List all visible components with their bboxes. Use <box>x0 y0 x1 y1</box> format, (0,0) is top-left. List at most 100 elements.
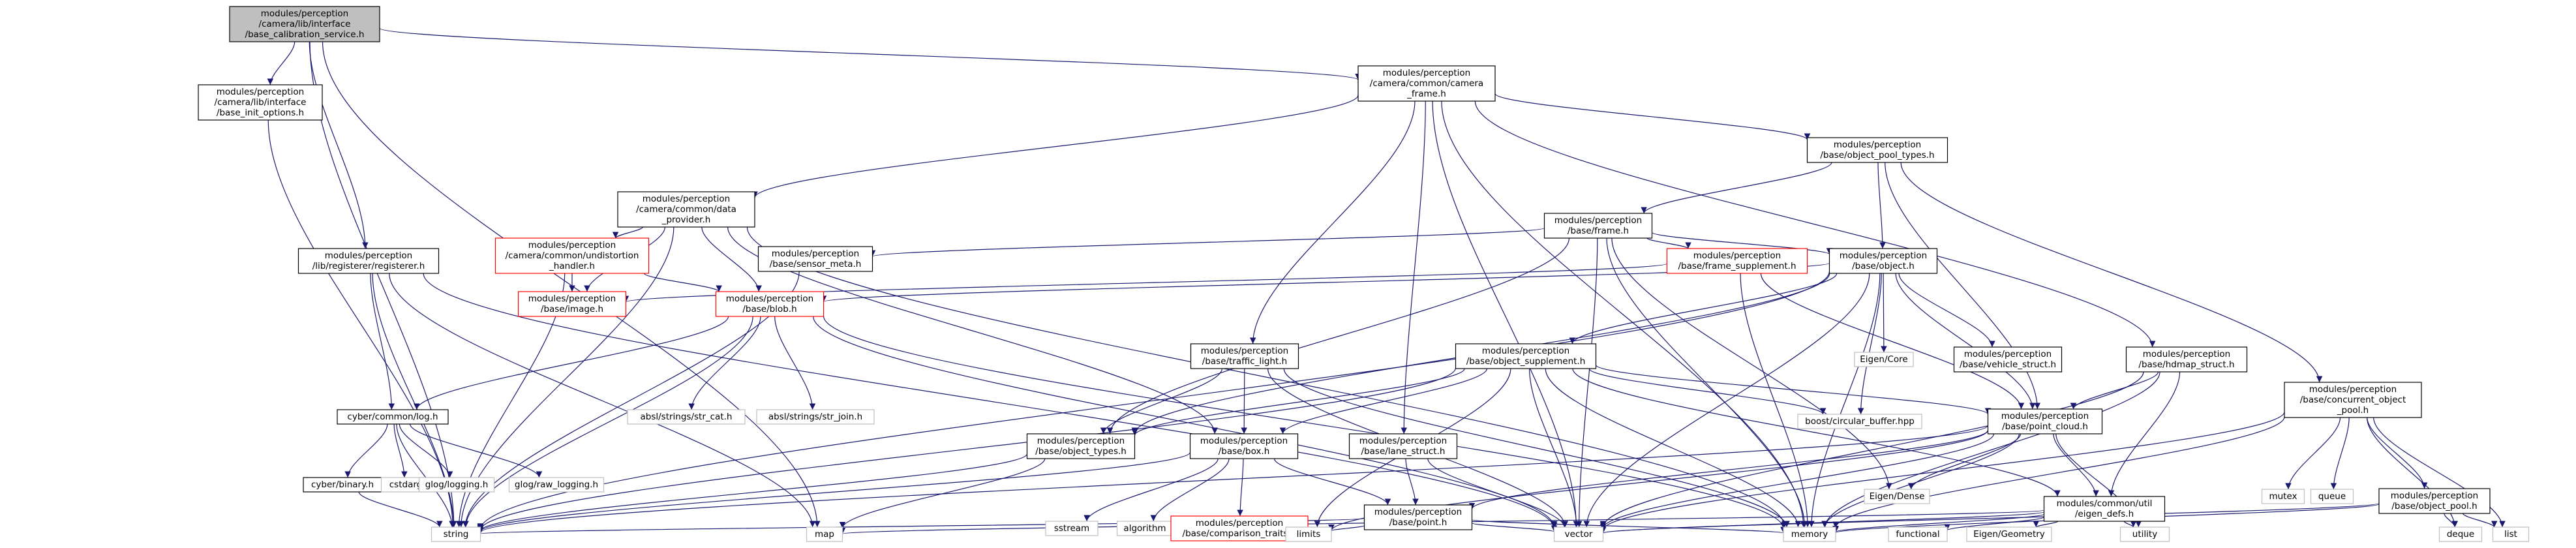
node-box <box>337 409 449 425</box>
node-image[interactable]: modules/perception/base/image.h <box>517 291 627 317</box>
node-label-line: /base/frame_supplement.h <box>1678 261 1796 271</box>
node-circular[interactable]: boost/circular_buffer.hpp <box>1797 414 1922 429</box>
node-label-line: /camera/lib/interface <box>259 19 351 29</box>
edge-object-supp-to-point-cloud <box>1595 364 1992 415</box>
edge-frame-to-memory <box>1606 237 1808 528</box>
node-object-pool[interactable]: modules/perception/base/object_pool.h <box>2378 488 2491 514</box>
node-sensor-meta[interactable]: modules/perception/base/sensor_meta.h <box>757 246 873 272</box>
node-object-pool-types[interactable]: modules/perception/base/object_pool_type… <box>1806 137 1948 163</box>
node-box <box>1854 352 1914 367</box>
node-hdmap-struct[interactable]: modules/perception/base/hdmap_struct.h <box>2125 346 2248 373</box>
edge-data-provider-to-memory <box>746 226 1788 528</box>
node-label-line: /camera/common/data <box>636 204 736 215</box>
node-init-opts[interactable]: modules/perception/camera/lib/interface/… <box>198 84 323 121</box>
node-label-line: /base/lane_struct.h <box>1361 446 1446 457</box>
node-object-supp[interactable]: modules/perception/base/object_supplemen… <box>1455 343 1597 369</box>
node-log[interactable]: cyber/common/log.h <box>337 409 449 425</box>
edge-concurrent-pool-to-object-pool <box>2367 417 2428 489</box>
node-label-line: /base/object.h <box>1852 261 1915 271</box>
node-eigen-dense[interactable]: Eigen/Dense <box>1864 489 1930 504</box>
edge-concurrent-pool-to-deque <box>2367 417 2458 528</box>
node-label-line: absl/strings/str_join.h <box>768 412 862 422</box>
node-limits[interactable]: limits <box>1285 526 1332 542</box>
node-box <box>715 291 825 317</box>
node-data-provider[interactable]: modules/perception/camera/common/data_pr… <box>617 191 755 228</box>
node-box <box>617 191 755 228</box>
node-label-line: modules/perception <box>1834 140 1921 150</box>
node-label-line: modules/perception <box>1840 251 1927 261</box>
edge-blob-to-vector <box>813 316 1558 528</box>
node-point[interactable]: modules/perception/base/point.h <box>1363 504 1473 530</box>
node-eigen-geometry[interactable]: Eigen/Geometry <box>1966 526 2052 542</box>
node-box <box>418 477 495 493</box>
node-eigen-core[interactable]: Eigen/Core <box>1854 352 1914 367</box>
node-string[interactable]: string <box>431 526 481 542</box>
edge-log-to-string <box>396 423 455 528</box>
node-label-line: absl/strings/str_cat.h <box>641 412 733 422</box>
node-label-line: modules/perception <box>2001 411 2089 421</box>
node-memory[interactable]: memory <box>1783 526 1836 542</box>
edge-frame-to-object-types <box>1106 237 1570 434</box>
edge-point-to-memory <box>1471 519 1787 534</box>
node-sstream[interactable]: sstream <box>1045 521 1099 536</box>
node-box[interactable]: modules/perception/base/box.h <box>1189 433 1299 459</box>
node-traffic-light[interactable]: modules/perception/base/traffic_light.h <box>1190 343 1299 369</box>
node-registerer[interactable]: modules/perception/lib/registerer/regist… <box>297 248 440 274</box>
node-strjoin[interactable]: absl/strings/str_join.h <box>756 409 875 425</box>
node-comparison[interactable]: modules/perception/base/comparison_trait… <box>1170 515 1309 541</box>
node-map[interactable]: map <box>806 526 843 542</box>
node-lane-struct[interactable]: modules/perception/base/lane_struct.h <box>1348 433 1458 459</box>
edge-blob-to-memory <box>823 316 1787 529</box>
node-vehicle-struct[interactable]: modules/perception/base/vehicle_struct.h <box>1953 346 2063 373</box>
node-glog[interactable]: glog/logging.h <box>418 477 495 493</box>
node-label-line: utility <box>2132 529 2157 540</box>
node-deque[interactable]: deque <box>2438 526 2483 542</box>
node-label-line: modules/perception <box>772 249 859 259</box>
node-blob[interactable]: modules/perception/base/blob.h <box>715 291 825 317</box>
edge-object-supp-to-vector <box>1529 368 1580 528</box>
node-box <box>627 409 746 425</box>
node-label-line: vector <box>1565 529 1593 540</box>
node-label-line: /camera/common/camera <box>1370 78 1483 89</box>
edge-log-to-glog <box>399 423 453 478</box>
node-vector[interactable]: vector <box>1553 526 1604 542</box>
node-concurrent-pool[interactable]: modules/perception/base/concurrent_objec… <box>2284 382 2422 418</box>
edge-eigen-defs-to-memory <box>1832 513 2045 533</box>
node-root[interactable]: modules/perception/camera/lib/interface/… <box>229 6 380 42</box>
node-camera-frame[interactable]: modules/perception/camera/common/camera_… <box>1357 65 1496 102</box>
edge-object-supp-to-eigen-defs <box>1572 368 2061 497</box>
node-label-line: /base/hdmap_struct.h <box>2138 359 2234 370</box>
node-box <box>1864 489 1930 504</box>
node-frame[interactable]: modules/perception/base/frame.h <box>1543 213 1653 239</box>
node-algorithm[interactable]: algorithm <box>1116 521 1174 536</box>
node-label-line: /base/comparison_traits.h <box>1183 528 1297 539</box>
node-frame-supp[interactable]: modules/perception/base/frame_supplement… <box>1666 248 1808 274</box>
node-functional[interactable]: functional <box>1888 526 1948 542</box>
node-cstdarg[interactable]: cstdarg <box>380 477 431 493</box>
node-label-line: modules/perception <box>217 87 304 97</box>
node-label-line: functional <box>1896 529 1939 540</box>
node-object[interactable]: modules/perception/base/object.h <box>1828 248 1938 274</box>
node-utility[interactable]: utility <box>2119 526 2170 542</box>
node-box <box>1026 433 1136 459</box>
node-object-types[interactable]: modules/perception/base/object_types.h <box>1026 433 1136 459</box>
node-label-line: /base/frame.h <box>1568 226 1629 236</box>
node-undistortion[interactable]: modules/perception/camera/common/undisto… <box>494 237 650 274</box>
node-strcat[interactable]: absl/strings/str_cat.h <box>627 409 746 425</box>
node-glog-raw[interactable]: glog/raw_logging.h <box>508 477 605 493</box>
node-box <box>1455 343 1597 369</box>
node-cyber-binary[interactable]: cyber/binary.h <box>303 477 382 493</box>
node-list[interactable]: list <box>2492 526 2530 542</box>
node-label-line: /lib/registerer/registerer.h <box>312 261 425 271</box>
edge-blob-to-string <box>462 316 753 528</box>
node-eigen-defs[interactable]: modules/common/util/eigen_defs.h <box>2043 496 2166 522</box>
node-label-line: /base/object_pool_types.h <box>1820 150 1934 160</box>
node-label-line: /base/vehicle_struct.h <box>1960 359 2056 370</box>
node-point-cloud[interactable]: modules/perception/base/point_cloud.h <box>1987 408 2103 434</box>
node-label-line: /base/sensor_meta.h <box>770 259 862 269</box>
edge-point-cloud-to-memory <box>1821 433 2020 528</box>
node-mutex[interactable]: mutex <box>2261 489 2305 504</box>
node-queue[interactable]: queue <box>2310 489 2354 504</box>
edge-frame-supp-to-image <box>623 263 1668 303</box>
edge-camera-frame-to-hdmap-struct <box>1474 100 2156 348</box>
